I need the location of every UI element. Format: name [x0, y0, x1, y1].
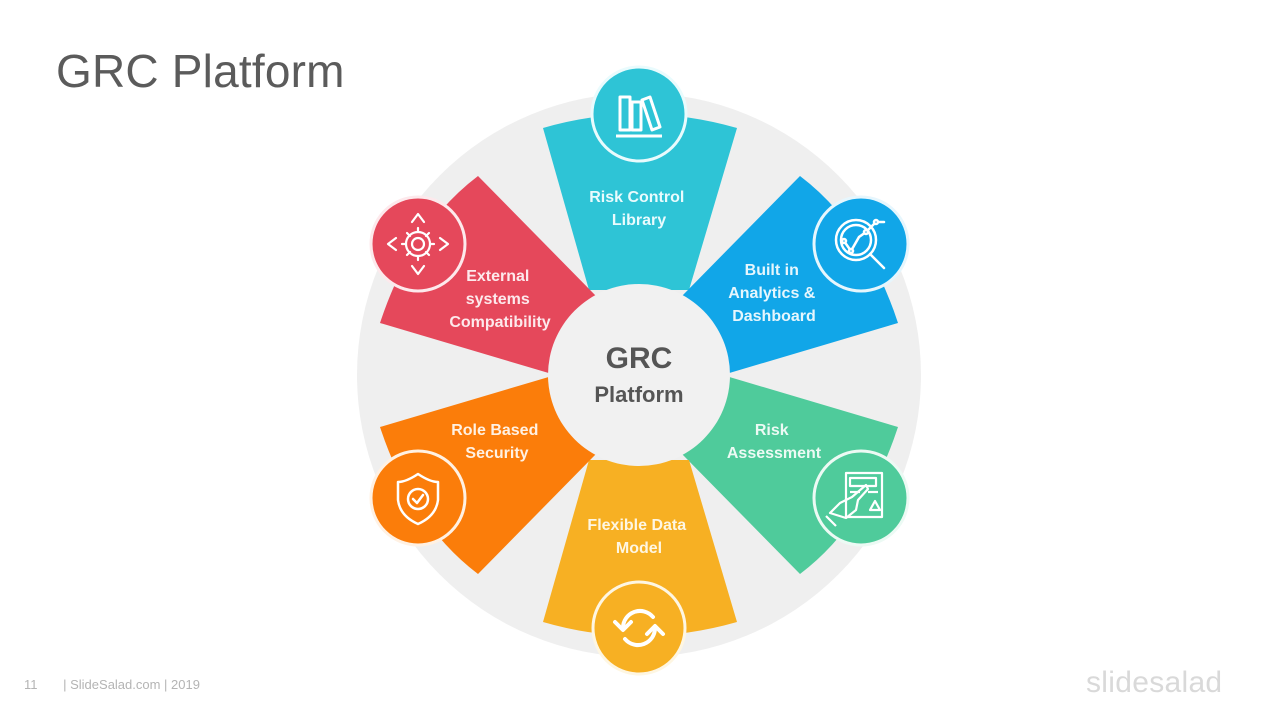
hub: GRC Platform: [548, 284, 730, 466]
brand-logo: slidesalad: [1086, 666, 1223, 699]
hub-subtitle: Platform: [594, 382, 683, 407]
segment-label: External systems Compatibility: [449, 268, 550, 331]
gear-arrows-icon: [386, 212, 450, 276]
segment-built-in-analytics[interactable]: Built in Analytics & Dashboard: [682, 176, 910, 374]
segment-flexible-data-model[interactable]: Flexible Data Model: [543, 460, 737, 676]
sync-arrows-icon: [613, 608, 665, 648]
segment-external-systems[interactable]: External systems Compatibility: [369, 176, 596, 374]
segment-risk-control-library[interactable]: Risk Control Library: [543, 65, 737, 290]
segment-role-based-security[interactable]: Role Based Security: [369, 376, 596, 574]
icon-badge: [591, 580, 687, 676]
slide-title: GRC Platform: [56, 45, 345, 97]
footer-text: | SlideSalad.com | 2019: [63, 677, 200, 692]
segment-risk-assessment[interactable]: Risk Assessment: [682, 376, 910, 574]
shield-check-icon: [396, 472, 440, 526]
icon-badge: [590, 65, 688, 163]
slide-footer: 11 | SlideSalad.com | 2019: [24, 677, 200, 692]
hub-title: GRC: [606, 342, 673, 375]
segment-label: Risk Assessment: [727, 422, 822, 462]
segment-label: Built in Analytics & Dashboard: [728, 262, 820, 325]
page-number: 11: [24, 677, 38, 692]
icon-badge: [812, 195, 910, 293]
analytics-magnifier-icon: [834, 218, 886, 270]
icon-badge: [812, 449, 910, 547]
document-hand-warning-icon: [825, 471, 884, 527]
segment-label: Role Based Security: [451, 422, 543, 462]
books-icon: [616, 95, 662, 138]
icon-badge: [369, 195, 467, 293]
icon-badge: [369, 449, 467, 547]
segment-label: Risk Control Library: [589, 189, 689, 229]
segment-label: Flexible Data Model: [587, 517, 690, 557]
